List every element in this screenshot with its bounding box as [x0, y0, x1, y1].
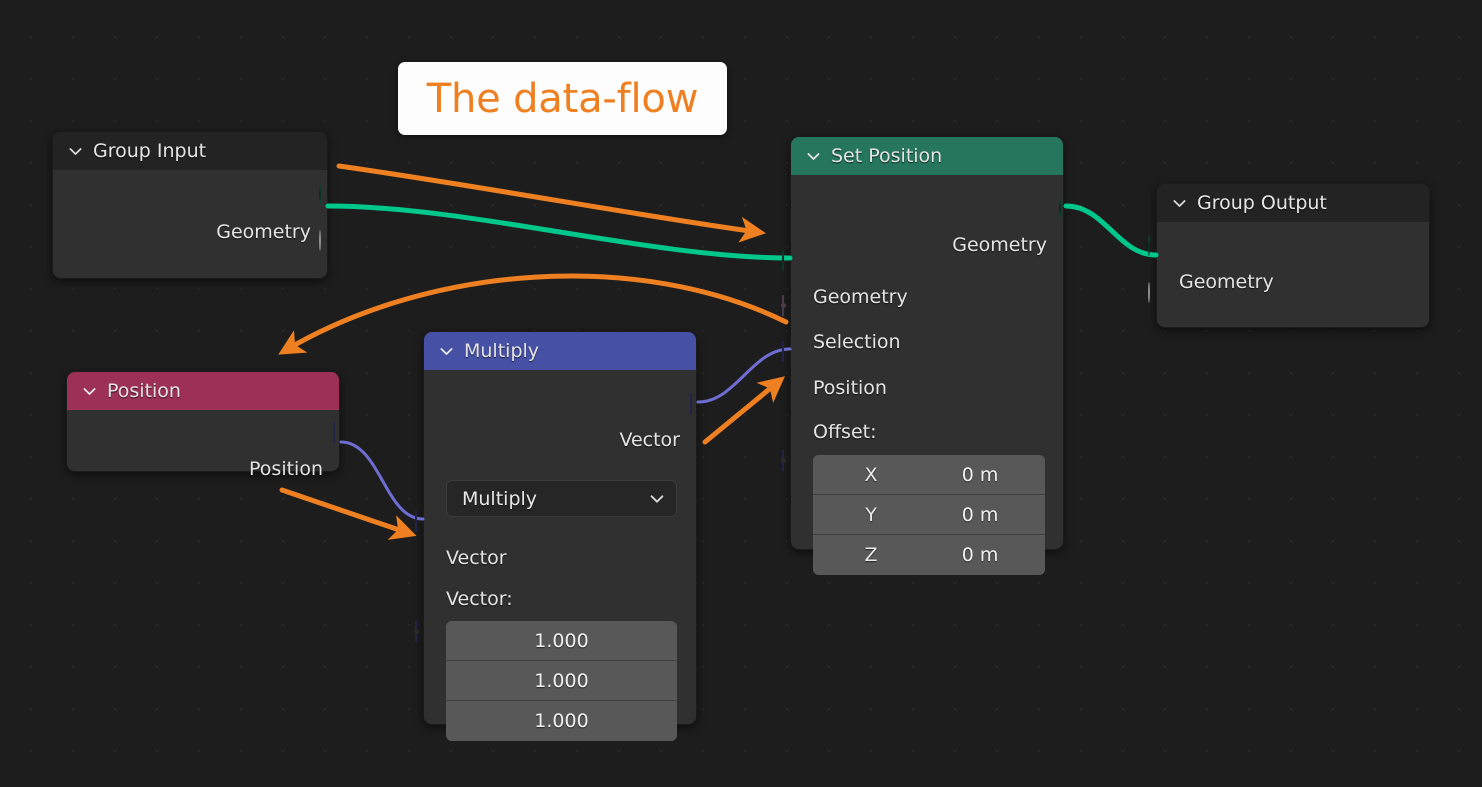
socket-row-vector-in[interactable]: Vector [424, 545, 696, 571]
node-set-position[interactable]: Set Position Geometry Geometry Selection… [782, 136, 1064, 575]
vector-field-x[interactable]: 1.000 [446, 621, 677, 661]
operation-dropdown-value: Multiply [462, 487, 538, 510]
node-multiply[interactable]: Multiply Vector Multiply Vector Vector: … [415, 331, 697, 741]
link-groupinput-setposition [325, 203, 793, 261]
vector-field-group[interactable]: 1.000 1.000 1.000 [446, 621, 677, 741]
operation-dropdown[interactable]: Multiply [446, 480, 677, 517]
node-multiply-body: Vector Multiply Vector Vector: 1.000 1.0… [424, 370, 696, 741]
annotation-title-text: The data-flow [426, 75, 699, 122]
vector-section-label: Vector: [446, 588, 513, 610]
node-multiply-title: Multiply [464, 340, 540, 362]
link-setposition-groupoutput [1063, 203, 1159, 258]
node-position-title: Position [107, 380, 181, 402]
chevron-down-icon[interactable] [81, 383, 98, 400]
offset-field-y[interactable]: Y 0 m [813, 495, 1045, 535]
vector-field-z[interactable]: 1.000 [446, 701, 677, 741]
socket-label-geometry-in: Geometry [813, 286, 908, 308]
annotation-arrow-groupinput-to-setposition [336, 163, 766, 243]
socket-multiply-vector-value-in[interactable] [415, 621, 417, 642]
node-position-body: Position [67, 410, 339, 480]
offset-section-label: Offset: [813, 421, 877, 443]
node-position[interactable]: Position Position [66, 371, 340, 480]
socket-position-position-out[interactable] [333, 422, 335, 443]
chevron-down-icon[interactable] [438, 343, 455, 360]
chevron-down-icon[interactable] [1171, 195, 1188, 212]
socket-row-selection[interactable]: Selection [791, 329, 1063, 355]
node-group-input-title: Group Input [93, 140, 207, 162]
socket-set-position-offset-in[interactable] [782, 450, 784, 471]
offset-field-z-value: 0 m [961, 544, 999, 566]
vector-field-y-value: 1.000 [534, 669, 589, 692]
chevron-down-icon[interactable] [648, 490, 666, 508]
chevron-down-icon[interactable] [67, 143, 84, 160]
offset-field-group[interactable]: X 0 m Y 0 m Z 0 m [813, 455, 1045, 575]
socket-row-geometry-out[interactable]: Geometry [53, 219, 327, 245]
socket-row-geometry-in[interactable]: Geometry [791, 284, 1063, 310]
link-position-multiply [339, 440, 425, 521]
offset-field-y-value: 0 m [961, 503, 999, 526]
node-group-input-body: Geometry [53, 170, 327, 278]
annotation-arrow-position-to-multiply [279, 487, 417, 540]
annotation-arrow-multiply-to-setposition [702, 376, 785, 445]
socket-set-position-position-in[interactable] [782, 341, 784, 362]
socket-row-position-out[interactable]: Position [67, 456, 339, 482]
node-group-output-body: Geometry [1157, 222, 1429, 327]
chevron-down-icon[interactable] [805, 148, 822, 165]
node-group-output[interactable]: Group Output Geometry [1148, 183, 1430, 328]
socket-label-selection: Selection [813, 331, 901, 353]
socket-row-position[interactable]: Position [791, 375, 1063, 401]
offset-field-z[interactable]: Z 0 m [813, 535, 1045, 575]
socket-label-geometry: Geometry [1179, 271, 1274, 293]
socket-set-position-geometry-in[interactable] [782, 250, 784, 271]
vector-field-x-value: 1.000 [534, 629, 589, 652]
socket-set-position-selection-in[interactable] [782, 295, 784, 316]
node-group-input[interactable]: Group Input Geometry [52, 131, 328, 279]
socket-multiply-vector-in[interactable] [415, 511, 417, 532]
vector-field-y[interactable]: 1.000 [446, 661, 677, 701]
node-group-output-header[interactable]: Group Output [1157, 184, 1429, 222]
socket-row-geometry-in[interactable]: Geometry [1157, 269, 1429, 295]
node-position-header[interactable]: Position [67, 372, 339, 410]
socket-group-input-geometry-out[interactable] [319, 184, 321, 205]
socket-group-input-empty-out[interactable] [319, 230, 321, 251]
socket-label-vector-in: Vector [446, 547, 507, 569]
socket-label-geometry: Geometry [216, 221, 311, 243]
offset-field-x-label: X [864, 463, 878, 486]
node-set-position-body: Geometry Geometry Selection Position Off… [791, 175, 1063, 575]
socket-label-geometry-out: Geometry [952, 234, 1047, 256]
socket-label-position: Position [249, 458, 323, 480]
socket-group-output-empty-in[interactable] [1148, 282, 1150, 303]
socket-set-position-geometry-out[interactable] [1059, 198, 1061, 219]
socket-label-vector-out: Vector [619, 429, 680, 451]
socket-row-vector-out[interactable]: Vector [424, 427, 696, 453]
node-set-position-header[interactable]: Set Position [791, 137, 1063, 175]
socket-label-position: Position [813, 377, 887, 399]
node-multiply-header[interactable]: Multiply [424, 332, 696, 370]
offset-field-z-label: Z [864, 544, 878, 566]
node-group-input-header[interactable]: Group Input [53, 132, 327, 170]
annotation-title-box: The data-flow [398, 62, 727, 135]
socket-group-output-geometry-in[interactable] [1148, 235, 1150, 256]
node-group-output-title: Group Output [1197, 192, 1327, 214]
socket-multiply-vector-out[interactable] [690, 393, 692, 414]
offset-field-x-value: 0 m [961, 463, 999, 486]
offset-field-y-label: Y [865, 503, 877, 526]
socket-row-geometry-out[interactable]: Geometry [791, 232, 1063, 258]
link-multiply-setposition [696, 347, 792, 404]
vector-field-z-value: 1.000 [534, 710, 589, 732]
offset-field-x[interactable]: X 0 m [813, 455, 1045, 495]
node-set-position-title: Set Position [831, 145, 943, 167]
